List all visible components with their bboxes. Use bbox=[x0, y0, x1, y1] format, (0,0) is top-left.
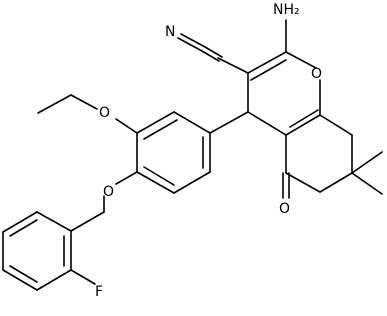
ethoxy-oxygen-label: O bbox=[99, 105, 110, 121]
pyran-oxygen-label: O bbox=[311, 66, 322, 82]
benzyloxy-oxygen-label: O bbox=[103, 184, 114, 200]
nitrile-nitrogen-label: N bbox=[165, 24, 175, 40]
amino-group-label: NH₂ bbox=[273, 2, 300, 18]
atom-labels: NH₂ N O O O O F bbox=[95, 2, 322, 300]
fluorine-label: F bbox=[95, 284, 103, 300]
ketone-oxygen-label: O bbox=[279, 201, 290, 217]
bonds bbox=[2, 19, 383, 291]
